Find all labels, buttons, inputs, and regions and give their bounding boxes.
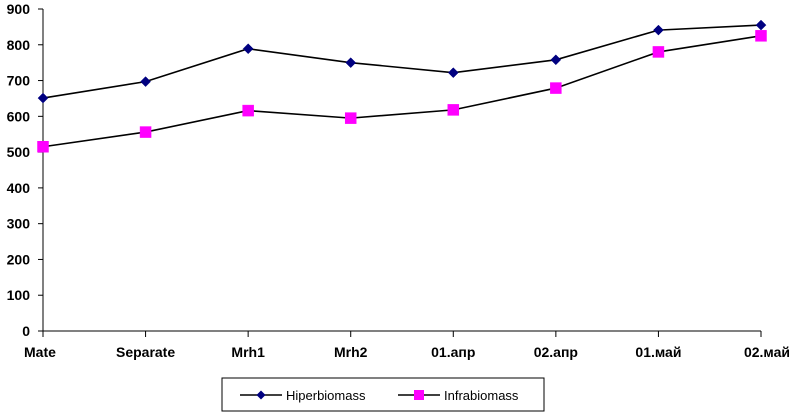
legend-marker-hiperbiomass [256,390,266,400]
data-point-infrabiomass [755,30,767,42]
data-point-infrabiomass [344,112,357,124]
legend-label-infrabiomass: Infrabiomass [444,388,519,403]
data-point-hiperbiomass [550,54,562,66]
y-tick-label: 100 [7,287,31,303]
y-tick-label: 700 [7,73,31,89]
x-tick-label: Separate [116,344,175,360]
y-tick-labels: 0 100 200 300 400 500 600 700 800 900 [7,1,31,339]
data-point-hiperbiomass [37,92,49,104]
data-point-infrabiomass [139,126,152,138]
x-tick-label: 01.апр [431,344,475,360]
data-point-infrabiomass [550,82,562,94]
data-point-hiperbiomass [653,24,664,36]
series-lines [42,24,762,148]
y-tick-label: 800 [7,37,31,53]
x-tick-label: 02.май [744,344,790,360]
legend: Hiperbiomass Infrabiomass [221,377,545,412]
series-line-infrabiomass [42,35,762,148]
data-point-hiperbiomass [345,57,357,69]
data-point-infrabiomass [242,104,254,117]
x-tick-label: Mate [24,344,56,360]
y-tick-label: 600 [7,108,31,124]
y-tick-label: 0 [22,323,30,339]
y-tick-label: 500 [7,144,31,160]
legend-label-hiperbiomass: Hiperbiomass [286,388,366,403]
x-tick-label: Mrh2 [334,344,368,360]
y-tick-label: 300 [7,216,31,232]
data-point-hiperbiomass [755,19,767,31]
y-tick-label: 900 [7,1,31,17]
x-tick-label: 02.апр [534,344,578,360]
series-markers [37,19,767,153]
data-point-hiperbiomass [140,76,151,87]
data-point-infrabiomass [652,46,665,58]
x-tick-labels: Mate Separate Mrh1 Mrh2 01.апр 02.апр 01.май 02… [24,344,790,360]
x-tick-label: 01.май [635,344,681,360]
y-tick-label: 400 [7,180,31,196]
y-tick-label: 200 [7,251,31,267]
data-point-hiperbiomass [242,43,254,55]
data-point-infrabiomass [447,104,460,116]
data-point-infrabiomass [37,140,49,153]
axes [38,8,762,337]
legend-marker-infrabiomass [414,390,424,400]
x-tick-label: Mrh1 [231,344,265,360]
data-point-hiperbiomass [447,67,459,79]
series-line-hiperbiomass [42,24,762,99]
